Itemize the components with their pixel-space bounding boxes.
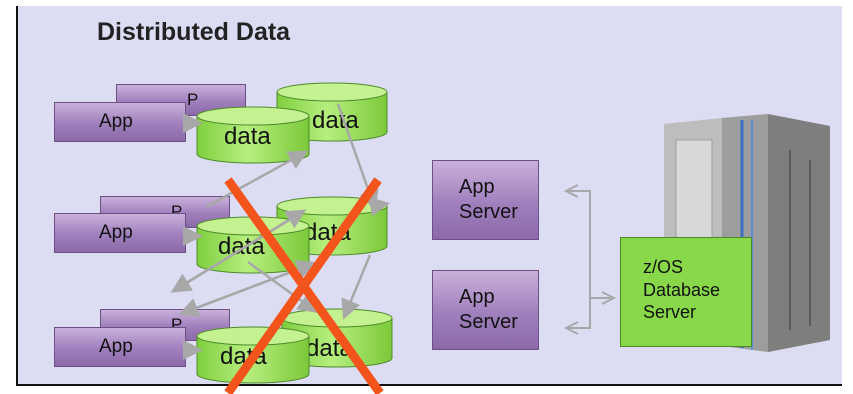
app-box-3: App <box>54 327 186 367</box>
app-box-1: App <box>54 102 186 142</box>
db-server-label-line2: Database <box>643 279 721 300</box>
server-connection-arrows <box>563 184 617 335</box>
app-server-label-line2: Server <box>459 311 518 333</box>
app-box-label: App <box>99 222 133 243</box>
app-server-label-line2: Server <box>459 201 518 223</box>
slide-title: Distributed Data <box>97 18 291 46</box>
app-server-label-line1: App <box>459 286 495 308</box>
app-server-label-line1: App <box>459 176 495 198</box>
database-cylinder-icon: data <box>196 106 310 164</box>
app-box-label: App <box>99 111 133 132</box>
zos-database-server-box: z/OS Database Server <box>620 237 752 347</box>
app-box-back-label: P <box>187 90 199 109</box>
app-box-back-label: P <box>171 315 183 334</box>
app-server-box-2: App Server <box>432 270 539 350</box>
app-box-2: App <box>54 213 186 253</box>
red-x-icon <box>224 177 384 394</box>
db-server-label-line3: Server <box>643 302 697 322</box>
app-box-label: App <box>99 336 133 357</box>
data-label: data <box>312 107 359 134</box>
data-label: data <box>218 233 265 260</box>
db-server-label-line1: z/OS <box>643 257 684 277</box>
app-server-box-1: App Server <box>432 160 539 240</box>
app-box-back-label: P <box>171 202 183 221</box>
data-label: data <box>224 123 271 150</box>
